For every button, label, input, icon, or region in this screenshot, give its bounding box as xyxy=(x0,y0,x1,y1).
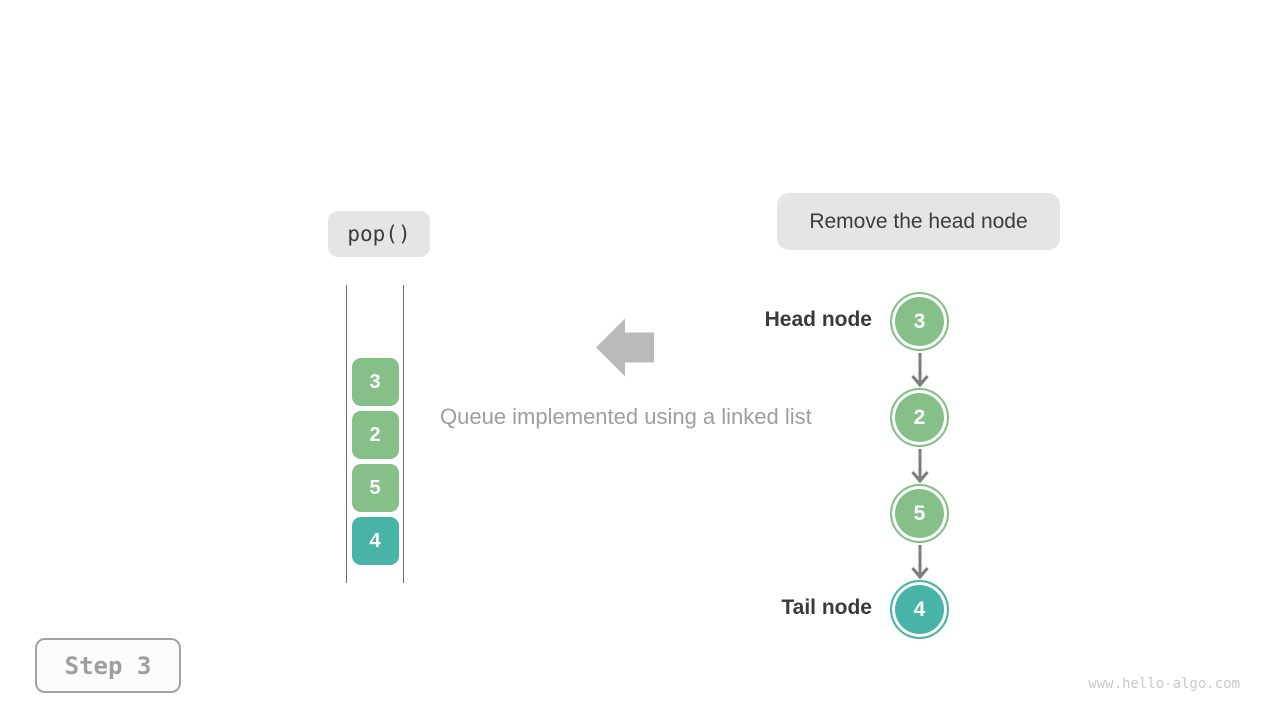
annotation-label: Remove the head node xyxy=(809,209,1028,233)
queue-item: 4 xyxy=(351,517,399,565)
queue-item: 2 xyxy=(351,411,399,459)
queue-item: 5 xyxy=(351,464,399,512)
pop-operation-chip: pop() xyxy=(328,211,430,257)
queue-item-value: 4 xyxy=(369,529,381,552)
watermark: www.hello-algo.com xyxy=(1088,676,1240,692)
list-node-value: 5 xyxy=(913,501,926,525)
tail-node-label: Tail node xyxy=(781,596,872,619)
list-node: 2 xyxy=(890,388,949,447)
list-node-value: 4 xyxy=(913,597,926,621)
list-node: 5 xyxy=(890,484,949,543)
pop-operation-label: pop() xyxy=(347,222,411,246)
queue-container: 3 2 5 4 xyxy=(346,285,404,583)
queue-item-value: 5 xyxy=(369,476,381,499)
down-arrow-icon xyxy=(911,545,929,580)
caption: Queue implemented using a linked list xyxy=(440,404,812,429)
left-arrow-icon xyxy=(596,318,654,377)
head-node-label: Head node xyxy=(764,308,872,331)
queue-item-value: 3 xyxy=(369,370,381,393)
list-node-value: 3 xyxy=(913,309,926,333)
step-badge: Step 3 xyxy=(35,638,181,693)
list-node: 3 xyxy=(890,292,949,351)
queue-item: 3 xyxy=(351,358,399,406)
list-node: 4 xyxy=(890,580,949,639)
down-arrow-icon xyxy=(911,449,929,484)
list-node-value: 2 xyxy=(913,405,926,429)
down-arrow-icon xyxy=(911,353,929,388)
queue-item-value: 2 xyxy=(369,423,381,446)
annotation-chip: Remove the head node xyxy=(777,193,1060,250)
step-badge-label: Step 3 xyxy=(64,651,152,680)
